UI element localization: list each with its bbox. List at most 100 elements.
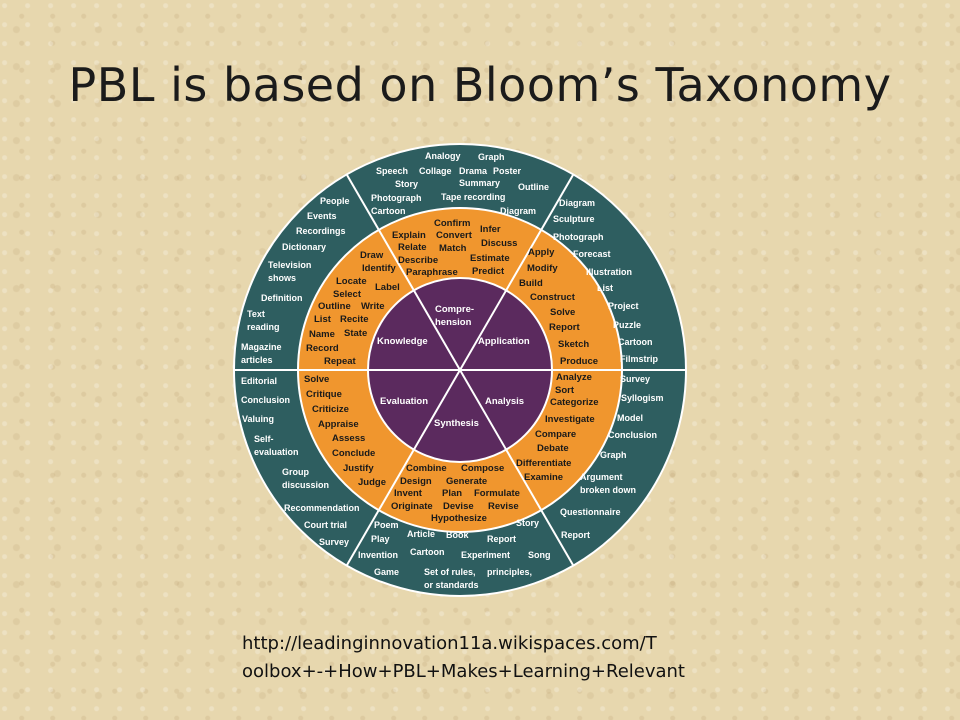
verb: Discuss xyxy=(481,238,517,249)
verb: Construct xyxy=(530,292,576,303)
products-application: Diagram Sculpture Photograph Forecast Il… xyxy=(553,198,659,364)
verb: Examine xyxy=(524,472,563,483)
product: Illustration xyxy=(586,267,632,277)
verb: Appraise xyxy=(318,419,359,430)
verb: Solve xyxy=(550,307,575,318)
product: Invention xyxy=(358,550,398,560)
product: evaluation xyxy=(254,447,299,457)
slide-title: PBL is based on Bloom’s Taxonomy xyxy=(68,58,892,112)
products-analysis: Survey Syllogism Model Conclusion Graph … xyxy=(560,374,664,540)
verb: Compare xyxy=(535,429,576,440)
product: Graph xyxy=(478,152,505,162)
verb: Estimate xyxy=(470,253,510,264)
source-url: http://leadinginnovation11a.wikispaces.c… xyxy=(242,630,722,686)
product: Questionnaire xyxy=(560,507,621,517)
product: reading xyxy=(247,322,280,332)
product: Experiment xyxy=(461,550,510,560)
product: Text xyxy=(247,309,265,319)
product: Recommendation xyxy=(284,503,360,513)
product: Set of rules, xyxy=(424,567,476,577)
product: Self- xyxy=(254,434,274,444)
verb: Paraphrase xyxy=(406,267,458,278)
product: Article xyxy=(407,529,435,539)
products-synthesis: Poem Play Article Book Story Report Inve… xyxy=(358,518,551,590)
verbs-comprehension: Confirm Infer Explain Convert Discuss Re… xyxy=(392,218,517,278)
verb: Report xyxy=(549,322,580,333)
product: discussion xyxy=(282,480,329,490)
product: Tape recording xyxy=(441,192,505,202)
verb: Investigate xyxy=(545,414,595,425)
core-application: Application xyxy=(478,336,530,347)
product: articles xyxy=(241,355,273,365)
product: Project xyxy=(608,301,639,311)
sector-dividers xyxy=(234,174,686,566)
product: Court trial xyxy=(304,520,347,530)
product: Drama xyxy=(459,166,488,176)
product: List xyxy=(597,283,613,293)
verb: Name xyxy=(309,329,335,340)
product: Sculpture xyxy=(553,214,595,224)
product: Television xyxy=(268,260,311,270)
verb: Compose xyxy=(461,463,504,474)
product: Speech xyxy=(376,166,408,176)
core-labels: Compre- hension Knowledge Application Ev… xyxy=(377,304,530,429)
product: Story xyxy=(516,518,539,528)
source-url-line-1: http://leadinginnovation11a.wikispaces.c… xyxy=(242,633,657,654)
verb: Criticize xyxy=(312,404,349,415)
product: Play xyxy=(371,534,390,544)
verb: Relate xyxy=(398,242,427,253)
verb: Originate xyxy=(391,501,433,512)
product: Filmstrip xyxy=(620,354,659,364)
verb: Explain xyxy=(392,230,426,241)
verb: Infer xyxy=(480,224,501,235)
product: Group xyxy=(282,467,309,477)
product: Survey xyxy=(319,537,349,547)
core-comprehension-2: hension xyxy=(435,317,472,328)
verb: Apply xyxy=(528,247,555,258)
verb: Categorize xyxy=(550,397,599,408)
verb: Label xyxy=(375,282,400,293)
core-comprehension-1: Compre- xyxy=(435,304,474,315)
verb: Plan xyxy=(442,488,462,499)
product: shows xyxy=(268,273,296,283)
product: Summary xyxy=(459,178,500,188)
verb: Repeat xyxy=(324,356,357,367)
product: Diagram xyxy=(559,198,595,208)
verb: Revise xyxy=(488,501,519,512)
verbs-synthesis: Combine Compose Design Generate Invent P… xyxy=(391,463,520,524)
product: Syllogism xyxy=(621,393,664,403)
verb: Analyze xyxy=(556,372,592,383)
product: Model xyxy=(617,413,643,423)
product: Song xyxy=(528,550,551,560)
product: Game xyxy=(374,567,399,577)
verb: Recite xyxy=(340,314,369,325)
products-knowledge: People Events Recordings Dictionary Tele… xyxy=(241,196,350,365)
verb: Formulate xyxy=(474,488,520,499)
product: Recordings xyxy=(296,226,346,236)
verb: Justify xyxy=(343,463,374,474)
verb: List xyxy=(314,314,332,325)
verb: Produce xyxy=(560,356,598,367)
product: Report xyxy=(561,530,590,540)
product: Survey xyxy=(620,374,650,384)
product: Magazine xyxy=(241,342,282,352)
verb: Match xyxy=(439,243,467,254)
product: Photograph xyxy=(371,193,422,203)
product: Graph xyxy=(600,450,627,460)
verb: Hypothesize xyxy=(431,513,487,524)
verb: Write xyxy=(361,301,385,312)
product: Cartoon xyxy=(371,206,406,216)
verbs-application: Apply Modify Build Construct Solve Repor… xyxy=(519,247,598,367)
verb: Record xyxy=(306,343,339,354)
product: Collage xyxy=(419,166,452,176)
verb: Identify xyxy=(362,263,396,274)
verb: Judge xyxy=(358,477,386,488)
source-url-line-2: oolbox+-+How+PBL+Makes+Learning+Relevant xyxy=(242,661,685,682)
product: Conclusion xyxy=(241,395,290,405)
product: principles, xyxy=(487,567,532,577)
product: broken down xyxy=(580,485,636,495)
product: or standards xyxy=(424,580,479,590)
product: People xyxy=(320,196,350,206)
product: Forecast xyxy=(573,249,611,259)
verb: Locate xyxy=(336,276,367,287)
